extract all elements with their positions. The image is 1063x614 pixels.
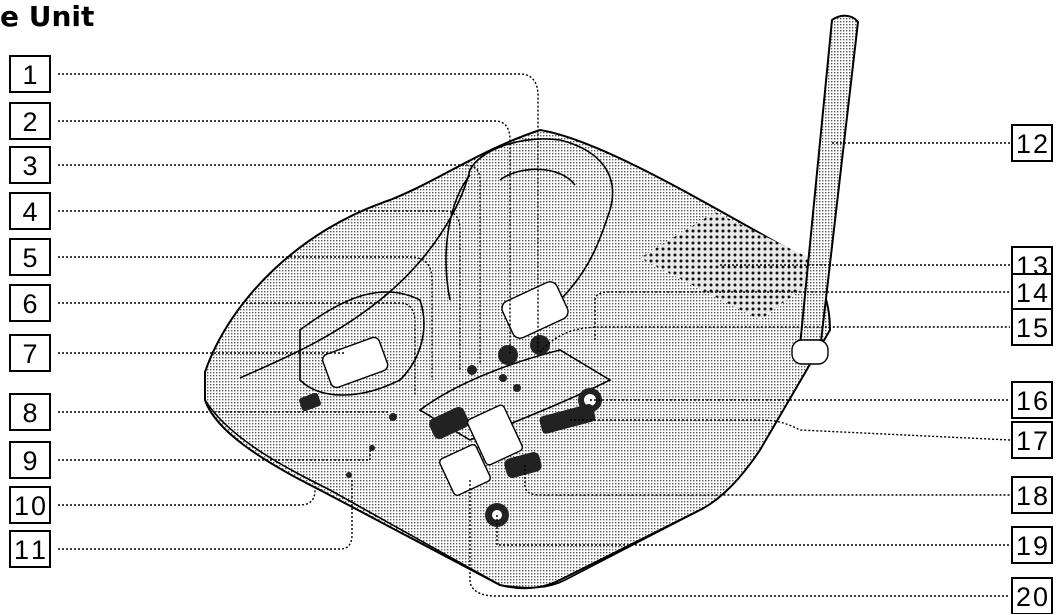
callout-3: 3	[10, 147, 50, 183]
callout-number: 7	[22, 339, 37, 369]
callout-number: 15	[1016, 313, 1048, 343]
callout-20: 20	[1012, 578, 1052, 614]
callout-19: 19	[1012, 527, 1052, 563]
callout-10: 10	[10, 487, 50, 523]
callout-18: 18	[1012, 477, 1052, 513]
callout-number: 19	[1016, 531, 1048, 561]
callout-number: 1	[22, 60, 37, 90]
callout-number: 3	[22, 151, 37, 181]
callout-14: 14	[1012, 274, 1052, 310]
callout-number: 4	[22, 197, 37, 227]
callout-4: 4	[10, 193, 50, 229]
base-unit-body	[205, 130, 830, 588]
callout-5: 5	[10, 239, 50, 275]
callout-8: 8	[10, 394, 50, 430]
callout-number: 9	[22, 446, 37, 476]
callout-number: 18	[1016, 481, 1048, 511]
callout-number: 17	[1016, 426, 1048, 456]
callout-number: 12	[1016, 129, 1048, 159]
callout-number: 14	[1016, 278, 1048, 308]
callout-6: 6	[10, 285, 50, 321]
callout-17: 17	[1012, 422, 1052, 458]
callout-number: 6	[22, 289, 37, 319]
callout-11: 11	[10, 531, 50, 567]
callout-15: 15	[1012, 309, 1052, 345]
callout-2: 2	[10, 103, 50, 139]
callout-number: 10	[14, 491, 46, 521]
callout-number: 2	[22, 107, 37, 137]
callout-12: 12	[1012, 125, 1052, 161]
callout-1: 1	[10, 56, 50, 92]
callout-number: 16	[1016, 386, 1048, 416]
callout-16: 16	[1012, 382, 1052, 418]
callout-7: 7	[10, 335, 50, 371]
callout-number: 8	[22, 398, 37, 428]
callout-number: 20	[1016, 582, 1048, 612]
callout-9: 9	[10, 442, 50, 478]
callout-number: 11	[14, 535, 46, 565]
callout-number: 5	[22, 243, 37, 273]
